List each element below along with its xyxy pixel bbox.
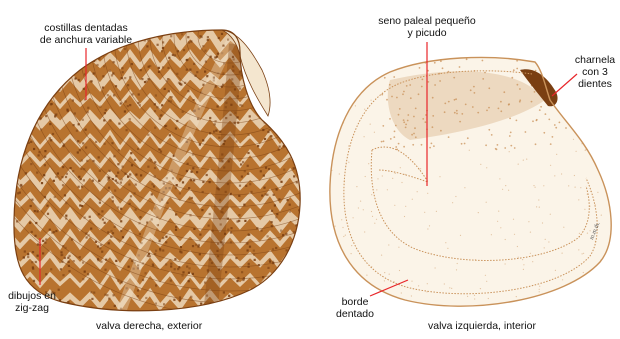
- caption-left-valve: valva izquierda, interior: [428, 320, 536, 332]
- label-zigzag-line1: dibujos en: [2, 290, 62, 302]
- label-margin-line1: borde: [330, 296, 380, 308]
- label-margin-line2: dentado: [330, 308, 380, 320]
- label-hinge-line2: con 3: [572, 66, 618, 78]
- label-ribs: costillas dentadas de anchura variable: [30, 22, 142, 46]
- label-zigzag-line2: zig-zag: [2, 302, 62, 314]
- label-hinge-line1: charnela: [572, 54, 618, 66]
- left-valve-interior: [330, 54, 614, 310]
- label-zigzag: dibujos en zig-zag: [2, 290, 62, 314]
- label-sinus-line1: seno paleal pequeño: [362, 15, 492, 27]
- caption-right-valve: valva derecha, exterior: [96, 320, 202, 332]
- label-sinus: seno paleal pequeño y picudo: [362, 15, 492, 39]
- label-ribs-line2: de anchura variable: [30, 34, 142, 46]
- label-hinge-line3: dientes: [572, 78, 618, 90]
- label-hinge: charnela con 3 dientes: [572, 54, 618, 90]
- label-ribs-line1: costillas dentadas: [30, 22, 142, 34]
- label-sinus-line2: y picudo: [362, 27, 492, 39]
- label-margin: borde dentado: [330, 296, 380, 320]
